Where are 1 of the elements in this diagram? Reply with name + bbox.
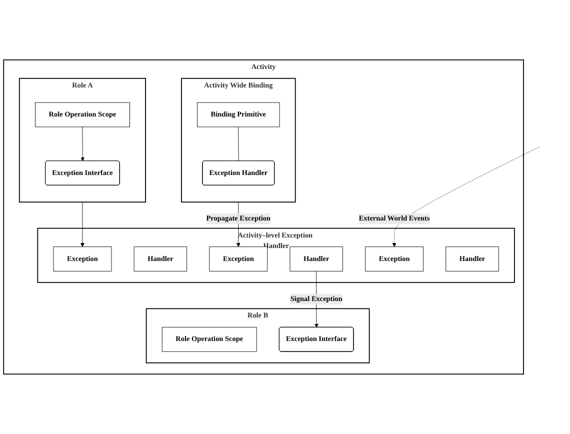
connector: [238, 126, 239, 162]
